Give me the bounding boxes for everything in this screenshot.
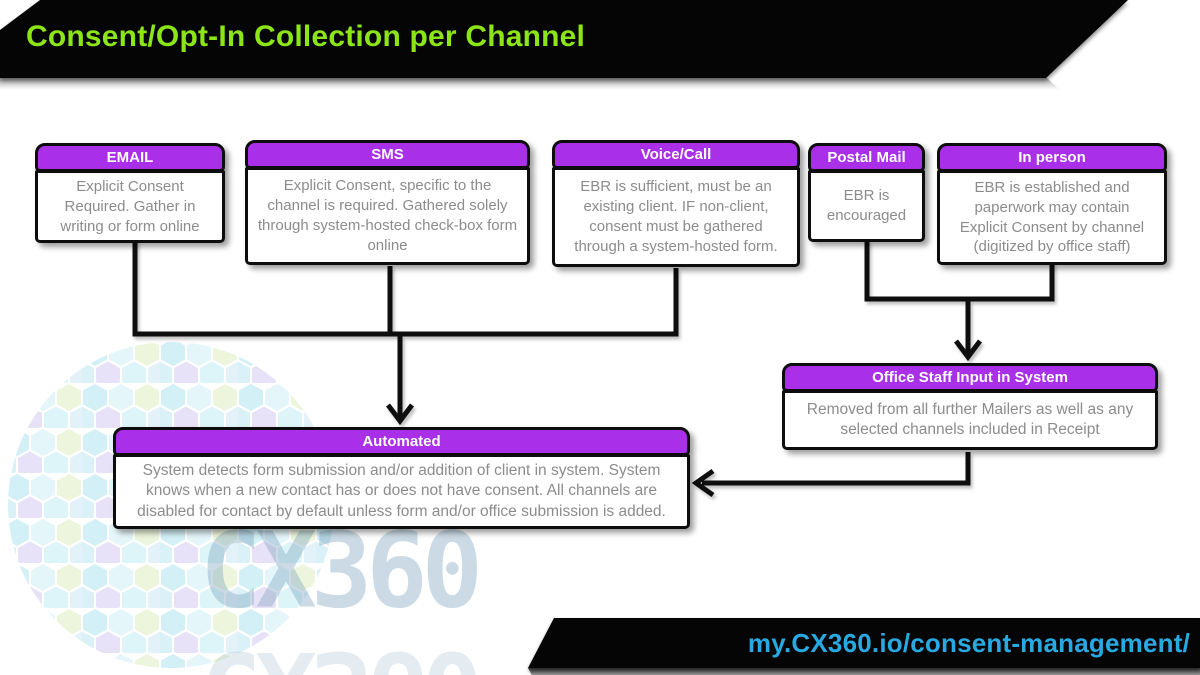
- channel-box-email: EMAIL Explicit Consent Required. Gather …: [35, 143, 225, 244]
- footer-banner: my.CX360.io/consent-management/: [528, 618, 1200, 668]
- channel-box-sms: SMS Explicit Consent, specific to the ch…: [245, 140, 530, 265]
- channel-box-email-body: Explicit Consent Required. Gather in wri…: [35, 170, 225, 244]
- office-staff-box: Office Staff Input in System Removed fro…: [782, 363, 1158, 450]
- office-staff-box-body: Removed from all further Mailers as well…: [782, 390, 1158, 450]
- automated-box: Automated System detects form submission…: [113, 427, 690, 530]
- arrowhead-down-office: [954, 339, 982, 362]
- channel-box-postal-mail-body: EBR is encouraged: [808, 170, 925, 242]
- page-title: Consent/Opt-In Collection per Channel: [26, 20, 586, 53]
- channel-box-in-person: In person EBR is established and paperwo…: [937, 143, 1167, 265]
- automated-box-header: Automated: [113, 427, 690, 456]
- footer-banner-reflection: my.CX360.io/consent-management/: [528, 668, 1200, 675]
- title-banner: Consent/Opt-In Collection per Channel: [0, 0, 1130, 78]
- title-banner-reflection: Consent/Opt-In Collection per Channel: [0, 77, 1130, 155]
- office-staff-box-header: Office Staff Input in System: [782, 363, 1158, 392]
- channel-box-voice-call: Voice/Call EBR is sufficient, must be an…: [552, 140, 800, 267]
- footer-url: my.CX360.io/consent-management/: [747, 627, 1190, 658]
- channel-box-voice-call-body: EBR is sufficient, must be an existing c…: [552, 167, 800, 267]
- watermark-logo-reflection: CX360: [200, 628, 477, 675]
- arrowhead-left-automated: [691, 468, 715, 498]
- automated-box-body: System detects form submission and/or ad…: [113, 454, 690, 530]
- channel-box-in-person-body: EBR is established and paperwork may con…: [937, 170, 1167, 265]
- arrowhead-down-automated: [386, 403, 414, 426]
- watermark-logo-text: CX360: [200, 510, 483, 633]
- channel-box-sms-body: Explicit Consent, specific to the channe…: [245, 167, 530, 265]
- channel-box-postal-mail: Postal Mail EBR is encouraged: [808, 143, 925, 242]
